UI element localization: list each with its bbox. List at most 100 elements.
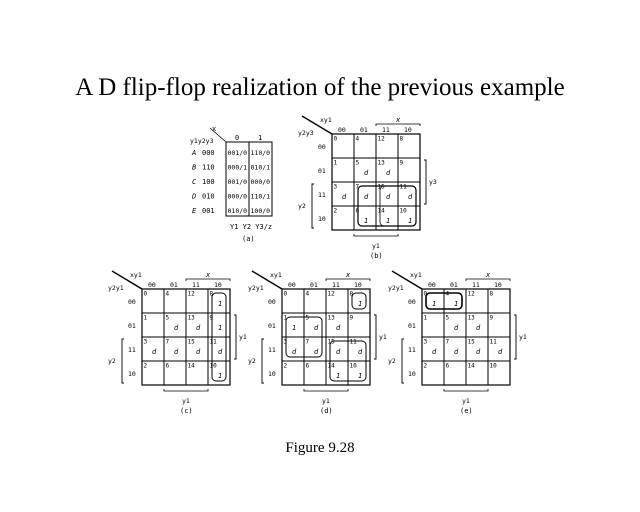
- kmap-group-loop: [425, 292, 463, 310]
- figure-caption: Figure 9.28: [285, 440, 355, 456]
- kmap-cell-value: d: [218, 348, 223, 356]
- kmap-cell-index: 0: [284, 291, 288, 298]
- kmap-bracket-right-label: y1: [379, 333, 387, 341]
- kmap-cell-index: 15: [468, 339, 476, 346]
- table-cell-x0: 010/0: [228, 207, 248, 215]
- table-corner-diagonal: [209, 127, 227, 143]
- kmap-cell-index: 5: [166, 315, 170, 322]
- kmap-col-header: 00: [338, 126, 346, 134]
- kmap-cell-index: 3: [424, 339, 428, 346]
- kmap-bracket-bottom: [163, 389, 209, 392]
- kmap-cell-index: 8: [210, 291, 214, 298]
- kmap-cell-index: 4: [166, 291, 170, 298]
- kmap-bracket-bottom: [353, 234, 399, 237]
- kmap-cell-index: 12: [188, 291, 196, 298]
- kmap-group-loop: [211, 292, 227, 382]
- kmap-cell-index: 6: [166, 363, 170, 370]
- kmap-corner-diagonal: [111, 270, 143, 290]
- kmap-cell-value: d: [196, 324, 201, 332]
- kmap-row-header: 00: [408, 298, 416, 306]
- kmap-cell-value: d: [314, 348, 319, 356]
- kmap-row-header: 11: [128, 346, 136, 354]
- kmap-corner-diagonal: [251, 270, 283, 290]
- kmap-bracket-left: [401, 338, 404, 384]
- kmap-bracket-left-label: y2: [108, 357, 116, 365]
- kmap-group-loop: [285, 316, 323, 358]
- kmap-cell-index: 8: [490, 291, 494, 298]
- table-state-code: 100: [202, 178, 215, 186]
- kmap-cell-value: d: [386, 193, 391, 201]
- kmap-cell-index: 15: [188, 339, 196, 346]
- kmap-col-header: 00: [428, 281, 436, 289]
- kmap-label: (d): [320, 407, 333, 415]
- kmap-bracket-left: [121, 338, 124, 384]
- table-col-header-0: 0: [235, 134, 239, 142]
- table-cell-x1: 000/0: [251, 178, 271, 186]
- kmap-cell-index: 8: [350, 291, 354, 298]
- kmap-bracket-right: [514, 314, 517, 360]
- kmap-col-header: 01: [450, 281, 458, 289]
- kmap-cell-index: 2: [144, 363, 148, 370]
- kmap-cell-index: 3: [144, 339, 148, 346]
- kmap-row-header: 10: [128, 370, 136, 378]
- kmap-cell-index: 13: [468, 315, 476, 322]
- kmap-bracket-left-label: y2: [298, 202, 306, 210]
- kmap-cell-value: d: [408, 193, 413, 201]
- kmap-cell-value: d: [364, 193, 369, 201]
- kmap-col-header: 00: [288, 281, 296, 289]
- kmap-cell-value: 1: [358, 300, 362, 308]
- kmap-cell-value: d: [454, 324, 459, 332]
- table-state-header: y1y2y3: [190, 137, 214, 145]
- kmap-cell-index: 13: [378, 160, 386, 167]
- kmap-bracket-left-label: y2: [248, 357, 256, 365]
- kmap-cell-index: 14: [328, 363, 336, 370]
- kmap-row-header: 10: [268, 370, 276, 378]
- kmap-row-header: 01: [128, 322, 136, 330]
- table-cell-x1: 010/1: [251, 164, 271, 172]
- table-input-header: x: [212, 125, 216, 133]
- kmap-cell-index: 7: [306, 339, 310, 346]
- kmap-cell-value: d: [476, 324, 481, 332]
- kmap-cell-index: 0: [424, 291, 428, 298]
- kmap-col-header: 10: [494, 281, 502, 289]
- table-state-name: C: [192, 178, 197, 186]
- kmap-col-header: 01: [170, 281, 178, 289]
- kmap-cell-index: 9: [350, 315, 354, 322]
- slide-title: A D flip-flop realization of the previou…: [75, 74, 565, 101]
- kmap-col-header: 10: [404, 126, 412, 134]
- table-cell-x0: 000/0: [228, 193, 248, 201]
- table-cell-x1: 100/0: [251, 207, 271, 215]
- table-state-code: 001: [202, 207, 215, 215]
- kmap-col-header: 01: [360, 126, 368, 134]
- kmap-bracket-top-label: x: [205, 271, 211, 279]
- kmap-cell-index: 11: [490, 339, 498, 346]
- kmap-cell-value: d: [174, 324, 179, 332]
- kmap-row-header: 10: [318, 215, 326, 223]
- kmap-corner-left-label: y2y1: [388, 284, 404, 292]
- kmap-corner-top-label: xy1: [130, 271, 142, 279]
- kmap-cell-value: d: [342, 193, 347, 201]
- kmap-cell-index: 14: [468, 363, 476, 370]
- kmap-cell-value: d: [292, 348, 297, 356]
- kmap-cell-index: 2: [424, 363, 428, 370]
- kmap-cell-index: 1: [284, 315, 288, 322]
- table-state-code: 010: [202, 193, 215, 201]
- kmap-bracket-left: [261, 338, 264, 384]
- kmap-bracket-bottom-label: y1: [462, 397, 470, 405]
- kmap-cell-value: d: [196, 348, 201, 356]
- kmap-row-header: 10: [408, 370, 416, 378]
- kmap-cell-value: 1: [432, 300, 436, 308]
- kmap-cell-index: 10: [210, 363, 218, 370]
- table-state-code: 000: [202, 149, 215, 157]
- kmap-row-header: 01: [408, 322, 416, 330]
- kmap-bracket-right-label: y1: [519, 333, 527, 341]
- kmap-cell-index: 14: [378, 208, 386, 215]
- kmap-bracket-right: [424, 159, 427, 205]
- table-state-name: D: [191, 193, 196, 201]
- kmap-col-header: 00: [148, 281, 156, 289]
- kmap-col-header: 11: [472, 281, 480, 289]
- kmap-cell-value: 1: [292, 324, 296, 332]
